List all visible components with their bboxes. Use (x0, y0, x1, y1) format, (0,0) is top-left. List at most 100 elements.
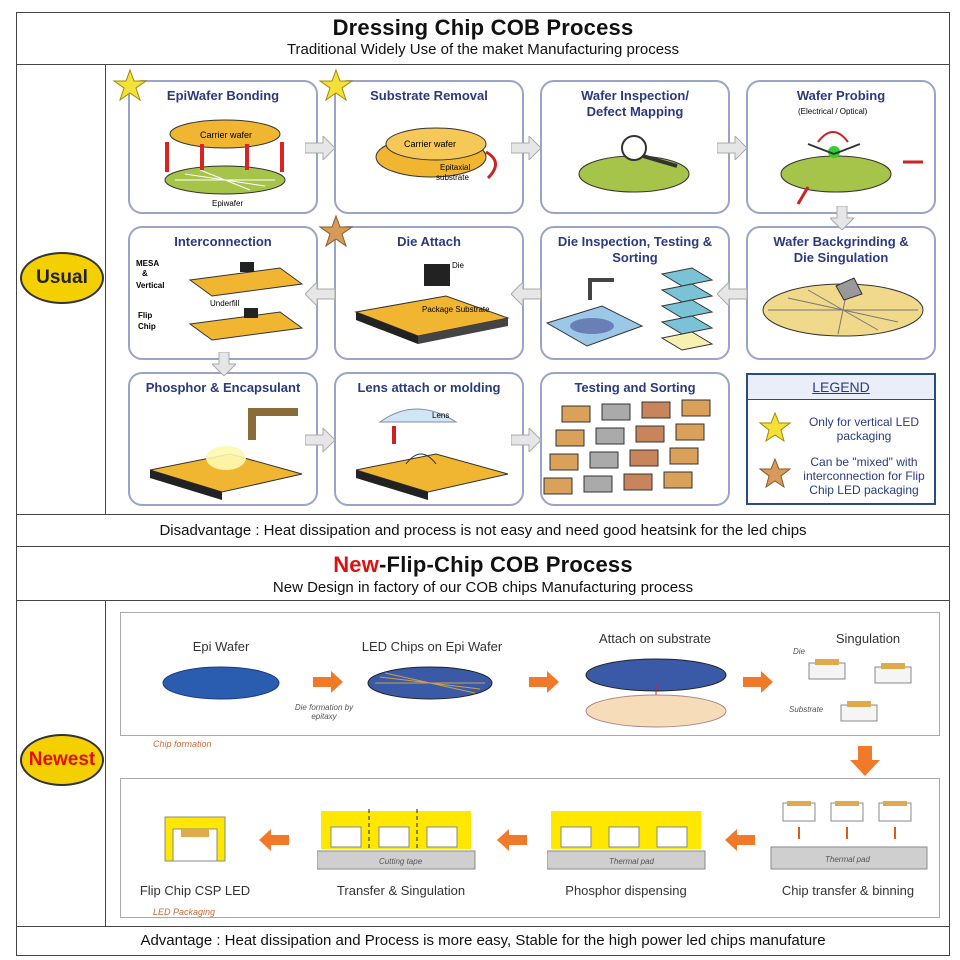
step-label: Die Attach (397, 234, 461, 249)
arrow-left-icon (511, 282, 541, 306)
substrate-removal-illustration: Carrier wafer Epitaxial substrate (375, 127, 497, 182)
step-phosphor-encapsulant: Phosphor & Encapsulant (128, 372, 318, 506)
thermal-pad-text-2: Thermal pad (825, 855, 870, 864)
divider (17, 926, 949, 927)
step-label: Testing and Sorting (574, 380, 696, 395)
arrow-right-icon (717, 136, 747, 160)
star-icon (112, 68, 148, 102)
star-icon (318, 214, 354, 248)
step-label: Interconnection (174, 234, 272, 249)
led-chips-illustration (367, 666, 493, 700)
chip-text: Chip (138, 322, 156, 331)
step-wafer-inspection: Wafer Inspection/ Defect Mapping (540, 80, 730, 214)
legend-item-mixed: Can be "mixed" with interconnection for … (803, 455, 925, 497)
epiwafer-text: Epiwafer (212, 199, 243, 208)
arrow-left-icon (717, 282, 747, 306)
phosphor-dispensing-illustration (547, 811, 706, 870)
divider (17, 600, 949, 601)
step-testing-sorting: Testing and Sorting (540, 372, 730, 506)
lens-text: Lens (432, 411, 449, 420)
arrow-right-icon (313, 671, 343, 693)
arrow-right-icon (305, 136, 335, 160)
mesa-text: MESA (136, 259, 159, 268)
step-wafer-backgrinding: Wafer Backgrinding & Die Singulation (746, 226, 936, 360)
step-lens-attach: Lens attach or molding Lens (334, 372, 524, 506)
main-frame: Dressing Chip COB Process Traditional Wi… (16, 12, 950, 956)
backgrinding-illustration (762, 277, 924, 337)
step-label: Wafer Probing (796, 88, 886, 103)
legend-item-vertical: Only for vertical LED packaging (808, 415, 920, 443)
chip-formation-panel: Epi Wafer Die formation by epitaxy LED C… (120, 612, 940, 749)
attach-illustration (585, 658, 727, 728)
usual-label: Usual (36, 267, 88, 288)
top-subtitle: Traditional Widely Use of the maket Manu… (286, 41, 680, 58)
wafer-probing-illustration: (Electrical / Optical) (780, 107, 923, 205)
top-title: Dressing Chip COB Process (332, 15, 634, 40)
epi-wafer-label: Epi Wafer (192, 639, 250, 654)
step-substrate-removal: Substrate Removal Carrier wafer Epitaxia… (334, 80, 524, 214)
die-formation-text: Die formation by epitaxy (294, 703, 354, 721)
interconnection-illustration: MESA & Vertical Underfill Flip Chip (136, 259, 304, 341)
step-label: Lens attach or molding (357, 380, 501, 395)
substrate-text: substrate (436, 173, 469, 182)
divider (105, 600, 106, 926)
wafer-inspection-illustration (578, 135, 690, 193)
arrow-right-icon (743, 671, 773, 693)
carrier-wafer-text-2: Carrier wafer (404, 139, 456, 149)
arrow-left-icon (725, 829, 755, 851)
led-packaging-panel: Cutting tape Thermal pad Thermal pad Fli… (120, 778, 940, 918)
wafer-bonding-illustration: Carrier wafer Epiwafer (164, 119, 286, 208)
transfer-illustration (317, 809, 476, 870)
chip-formation-section: Chip formation (153, 739, 212, 749)
newest-label: Newest (28, 749, 96, 770)
step-epiwafer-bonding: EpiWafer Bonding Carrier wafer Epiwafer (128, 80, 318, 214)
bottom-title-rest: -Flip-Chip COB Process (379, 552, 633, 577)
step-die-attach: Die Attach Die Package Substrate (334, 226, 524, 360)
step-label: Substrate Removal (370, 88, 488, 103)
flip-text: Flip (138, 311, 152, 320)
step-die-inspection: Die Inspection, Testing & Sorting (540, 226, 730, 360)
usual-badge: Usual (20, 252, 104, 304)
cutting-tape-text: Cutting tape (379, 857, 423, 866)
die-text-2: Die (793, 647, 806, 656)
die-inspection-illustration (545, 267, 714, 351)
led-chips-label: LED Chips on Epi Wafer (361, 639, 503, 654)
csp-led-illustration (164, 816, 226, 862)
disadvantage-text: Disadvantage : Heat dissipation and proc… (159, 522, 807, 539)
legend: LEGEND Only for vertical LED packaging C… (746, 373, 936, 505)
epitaxial-text: Epitaxial (440, 163, 470, 172)
arrow-right-icon (511, 136, 541, 160)
die-text: Die (452, 261, 465, 270)
arrow-left-icon (497, 829, 527, 851)
arrow-down-icon (212, 352, 236, 376)
step-label: Wafer Backgrinding & Die Singulation (773, 234, 909, 265)
arrow-right-icon (511, 428, 541, 452)
arrow-right-icon (529, 671, 559, 693)
step-label: Wafer Inspection/ Defect Mapping (581, 88, 689, 119)
star-icon (758, 411, 792, 443)
bottom-subtitle: New Design in factory of our COB chips M… (272, 579, 694, 596)
led-packaging-section: LED Packaging (153, 907, 216, 917)
advantage-text: Advantage : Heat dissipation and Process… (140, 932, 826, 949)
divider (17, 514, 949, 515)
phosphor-illustration (149, 408, 303, 500)
step-label: Phosphor & Encapsulant (145, 380, 301, 395)
divider (17, 64, 949, 65)
vertical-text: Vertical (136, 281, 164, 290)
phosphor-label: Phosphor dispensing (565, 883, 687, 898)
lens-attach-illustration: Lens (355, 408, 509, 500)
epi-wafer-illustration (162, 666, 280, 700)
flip-csp-label: Flip Chip CSP LED (139, 883, 251, 898)
step-label: Die Inspection, Testing & Sorting (557, 234, 713, 265)
singulation-illustration (808, 659, 912, 722)
substrate-text-2: Substrate (789, 705, 824, 714)
arrow-down-icon (850, 746, 880, 776)
package-substrate-text: Package Substrate (422, 305, 490, 314)
underfill-text: Underfill (210, 299, 240, 308)
step-interconnection: Interconnection MESA & Vertical Underfil… (128, 226, 318, 360)
arrow-right-icon (305, 428, 335, 452)
star-icon (758, 457, 792, 489)
chip-transfer-label: Chip transfer & binning (781, 883, 915, 898)
bottom-title: New-Flip-Chip COB Process (17, 552, 949, 578)
transfer-label: Transfer & Singulation (336, 883, 466, 898)
